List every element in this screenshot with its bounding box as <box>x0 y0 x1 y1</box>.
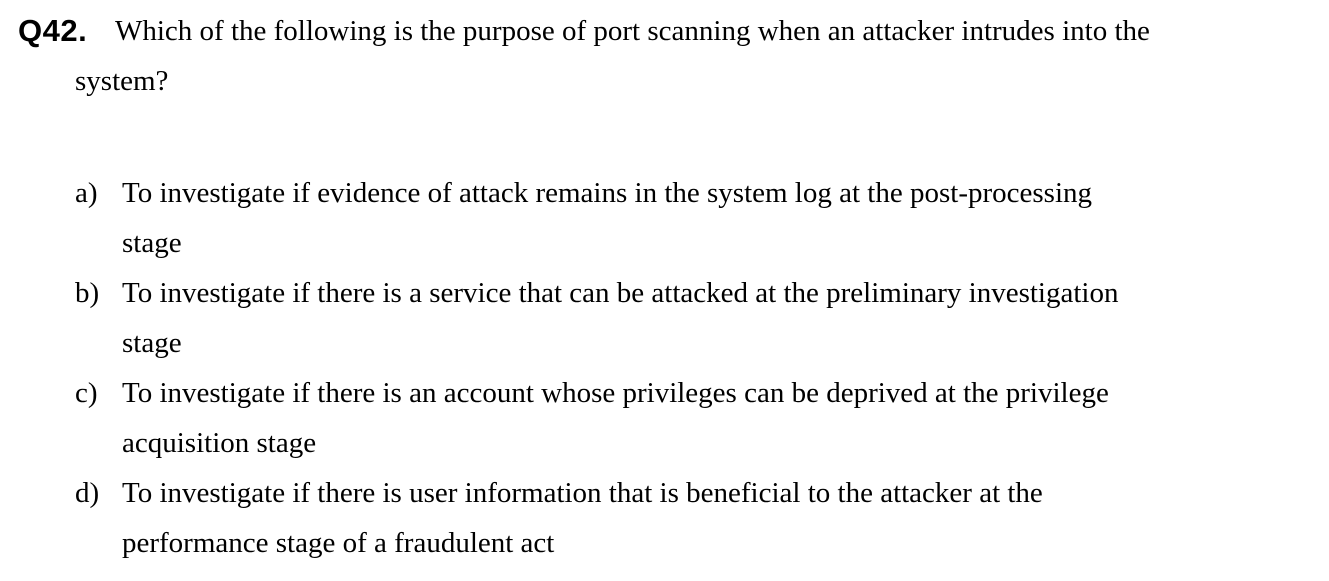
question-number: Q42. <box>18 13 88 48</box>
question-text: Which of the following is the purpose of… <box>75 15 1150 97</box>
answer-option-c: c) To investigate if there is an account… <box>75 368 1329 468</box>
option-d-letter: d) <box>75 477 100 509</box>
option-c-text: To investigate if there is an account wh… <box>122 377 1109 459</box>
answer-option-b: b) To investigate if there is a service … <box>75 268 1329 368</box>
option-d-text: To investigate if there is user informat… <box>122 477 1043 559</box>
option-b-text: To investigate if there is a service tha… <box>122 277 1119 359</box>
option-a-text: To investigate if evidence of attack rem… <box>122 177 1092 259</box>
answer-options-list: a) To investigate if evidence of attack … <box>75 168 1329 568</box>
answer-option-d: d) To investigate if there is user infor… <box>75 468 1329 568</box>
option-a-letter: a) <box>75 177 98 209</box>
answer-option-a: a) To investigate if evidence of attack … <box>75 168 1329 268</box>
option-c-letter: c) <box>75 377 98 409</box>
option-b-letter: b) <box>75 277 100 309</box>
